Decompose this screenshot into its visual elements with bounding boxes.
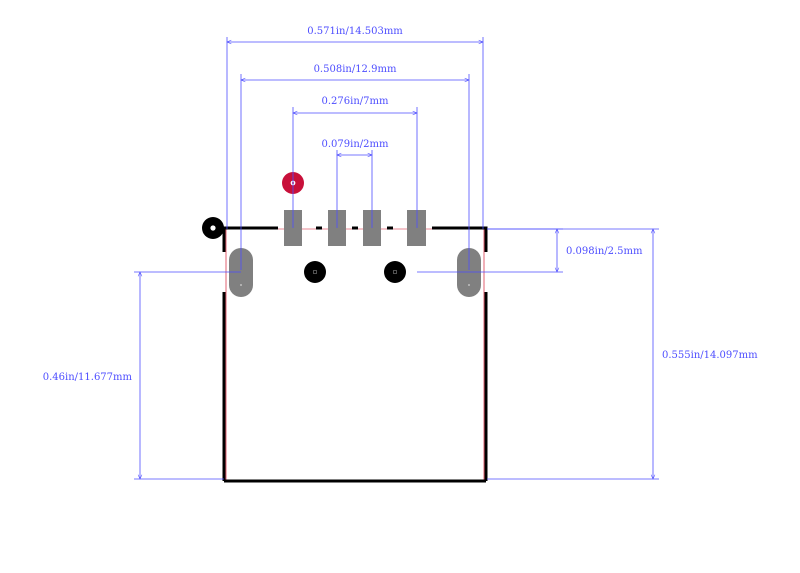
dim-slot-spacing-label: 0.508in/12.9mm [314,64,397,75]
origin-marker-icon [202,217,224,239]
dim-pad-offset-label: 0.098in/2.5mm [566,246,643,257]
mounting-hole-left [304,261,326,283]
dim-slot-to-bottom-label: 0.46in/11.677mm [43,372,133,383]
dimension-lines [134,37,659,479]
dim-pin-pitch-label: 0.079in/2mm [322,139,389,150]
component-outline [222,226,488,483]
dim-overall-width-label: 0.571in/14.503mm [307,26,403,37]
dim-overall-height-label: 0.555in/14.097mm [662,350,758,361]
mounting-hole-right [384,261,406,283]
slot-pad-right [457,248,481,297]
pad-4 [407,210,426,246]
slot-pads [229,248,481,297]
dim-outer-pin-span-label: 0.276in/7mm [322,96,389,107]
slot-pad-left [229,248,253,297]
